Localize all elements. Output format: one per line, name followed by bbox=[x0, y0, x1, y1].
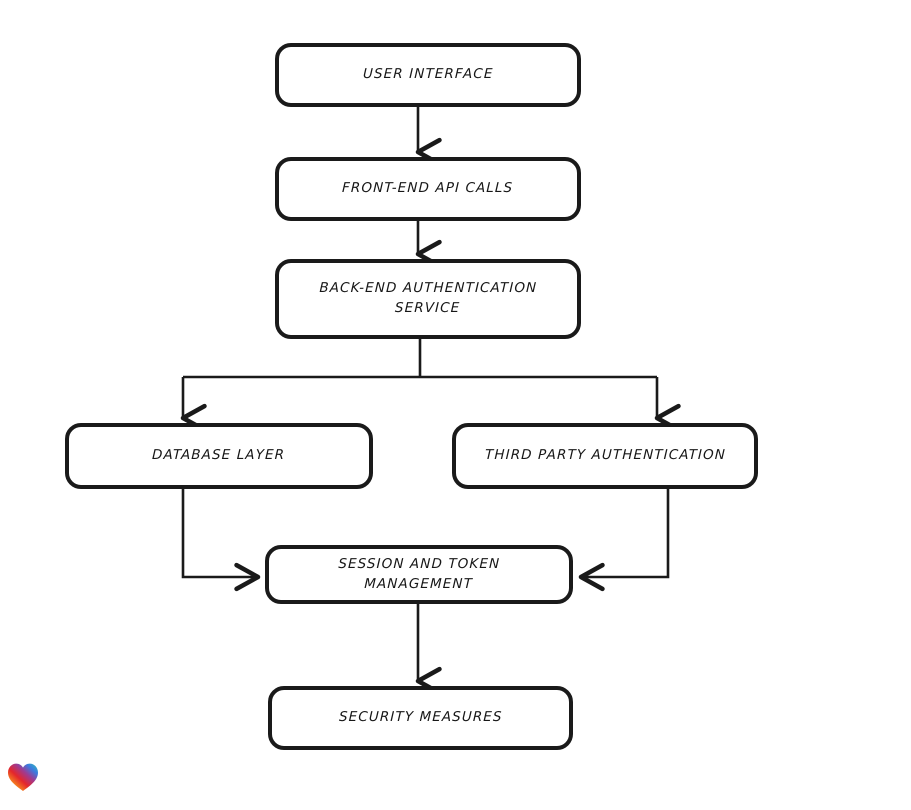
node-label-front-end-api-calls: FRONT-END API CALLS bbox=[342, 180, 514, 197]
node-label-database-layer: DATABASE LAYER bbox=[152, 447, 286, 464]
node-session-and-token-management[interactable]: SESSION AND TOKEN MANAGEMENT bbox=[265, 545, 573, 604]
connector-database-to-session bbox=[181, 489, 261, 592]
node-label-back-end-auth-service: BACK-END AUTHENTICATION SERVICE bbox=[319, 280, 538, 316]
node-back-end-auth-service[interactable]: BACK-END AUTHENTICATION SERVICE bbox=[275, 259, 581, 339]
node-label-session-and-token-management: SESSION AND TOKEN MANAGEMENT bbox=[338, 555, 501, 592]
node-label-third-party-authentication: THIRD PARTY AUTHENTICATION bbox=[484, 447, 726, 464]
node-label-user-interface: USER INTERFACE bbox=[362, 66, 494, 83]
node-third-party-authentication[interactable]: THIRD PARTY AUTHENTICATION bbox=[452, 423, 758, 489]
heart-icon bbox=[8, 763, 38, 791]
connector-third-party-to-session bbox=[578, 489, 670, 592]
node-front-end-api-calls[interactable]: FRONT-END API CALLS bbox=[275, 157, 581, 221]
node-database-layer[interactable]: DATABASE LAYER bbox=[65, 423, 373, 489]
node-user-interface[interactable]: USER INTERFACE bbox=[275, 43, 581, 107]
node-security-measures[interactable]: SECURITY MEASURES bbox=[268, 686, 573, 750]
node-label-security-measures: SECURITY MEASURES bbox=[338, 709, 503, 726]
